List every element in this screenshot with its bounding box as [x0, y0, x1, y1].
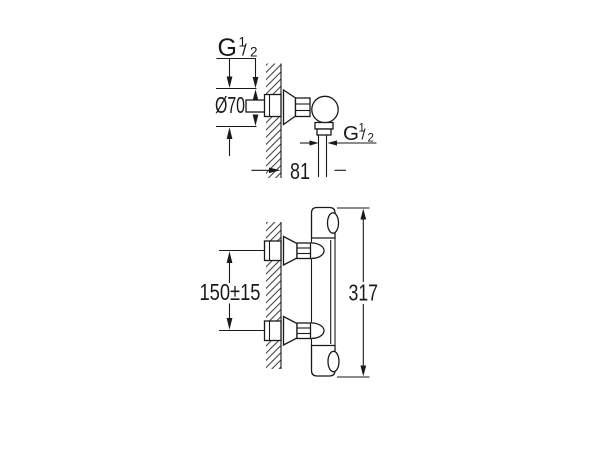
- dim-escutcheon-diameter: Ø70: [215, 58, 257, 156]
- top-handle-ellipse: [326, 212, 340, 234]
- thread-hose-prefix: G: [343, 122, 359, 145]
- shower-hose: [317, 135, 328, 177]
- thread-top-numerator: 1: [239, 35, 247, 50]
- dim-connection-spacing-extensions: [219, 249, 266, 332]
- inlet-union-lower: [263, 315, 325, 347]
- thread-hose-slash: /: [362, 128, 367, 144]
- plan-view: 150±15 317: [200, 206, 379, 378]
- escutcheon-cone-side: [282, 88, 297, 126]
- supply-pipe: [245, 99, 268, 113]
- thread-top-denominator: 2: [250, 45, 258, 60]
- thread-top-slash: /: [242, 41, 247, 60]
- bottom-handle-ellipse: [327, 350, 340, 373]
- dim-thread-hose: G 1 / 2: [300, 122, 377, 146]
- dim-body-length: 317: [337, 207, 379, 378]
- escutcheon-diameter-label: Ø70: [215, 92, 245, 118]
- hose-connector: [314, 121, 334, 136]
- projection-label: 81: [290, 158, 310, 184]
- hex-nut-side: [294, 97, 311, 118]
- thread-hose-denominator: 2: [368, 133, 374, 145]
- thread-top-prefix: G: [218, 34, 237, 62]
- dim-thread-top: G 1 / 2: [216, 34, 259, 126]
- wall-union-nut: [263, 93, 282, 118]
- dim-connection-spacing: 150±15: [200, 251, 261, 330]
- wall-section-side: [266, 63, 282, 178]
- dim-projection-81: 81: [251, 158, 346, 184]
- inlet-union-upper: [263, 235, 325, 267]
- thread-hose-numerator: 1: [359, 123, 365, 135]
- thermostat-body: [310, 206, 340, 377]
- valve-body-circle: [311, 95, 339, 124]
- side-view: G 1 / 2 Ø70 G 1: [215, 34, 377, 184]
- connection-spacing-label: 150±15: [200, 279, 261, 305]
- body-length-label: 317: [349, 280, 379, 306]
